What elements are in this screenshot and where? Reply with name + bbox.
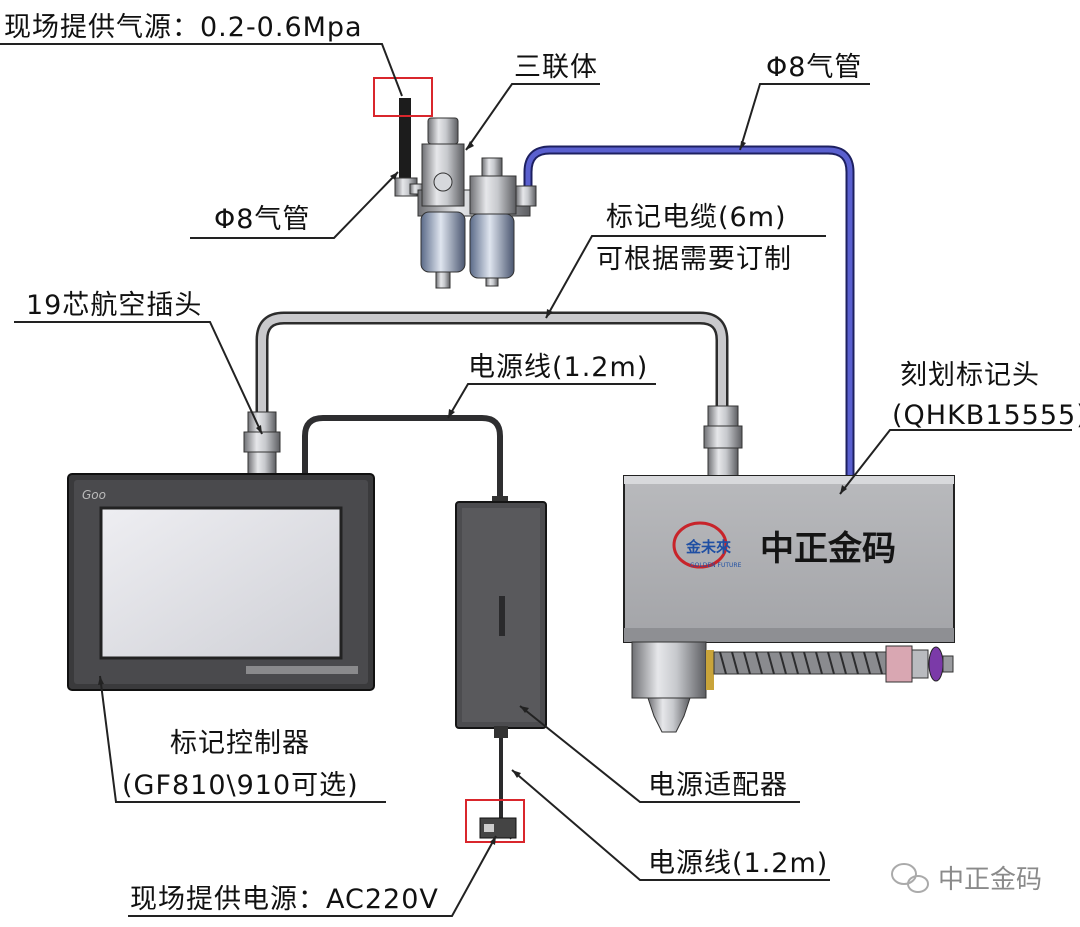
mark-head-brand-text: 中正金码	[760, 529, 896, 569]
mark-head-logo-subtext: GOLDEN FUTURE	[690, 562, 742, 569]
label-controller-line2: (GF810\910可选)	[122, 770, 359, 801]
air-inlet-callout-box	[373, 77, 433, 117]
marking-cable	[255, 311, 729, 422]
mark-head-logo-text: 金未來	[685, 538, 731, 556]
wechat-watermark: 中正金码	[891, 863, 1042, 895]
marking-controller: Goo	[67, 473, 375, 691]
watermark-text: 中正金码	[938, 865, 1042, 895]
label-air-tube-top: Φ8气管	[766, 52, 862, 83]
label-mark-cable-line2: 可根据需要订制	[596, 244, 792, 275]
label-power-cord-top: 电源线(1.2m)	[468, 352, 648, 383]
lead-screw	[713, 651, 887, 675]
label-aviation-plug: 19芯航空插头	[26, 290, 202, 321]
aviation-connector-markhead	[703, 405, 743, 477]
power-adapter	[455, 496, 547, 840]
label-controller-line1: 标记控制器	[170, 728, 310, 759]
label-mark-cable-line1: 标记电缆(6m)	[606, 202, 787, 233]
label-triple-unit: 三联体	[514, 52, 598, 83]
controller-logo-icon: Goo	[82, 488, 106, 502]
controller-screen	[99, 506, 343, 660]
aviation-connector-controller	[243, 411, 281, 477]
label-mark-head-line1: 刻划标记头	[900, 360, 1040, 391]
label-air-tube-left: Φ8气管	[214, 204, 310, 235]
label-power-supply: 现场提供电源：AC220V	[130, 884, 439, 915]
label-power-cord-bottom: 电源线(1.2m)	[648, 848, 828, 879]
triple-unit-frl	[417, 117, 537, 289]
leader-lines	[0, 43, 1072, 917]
label-power-adapter: 电源适配器	[648, 770, 788, 801]
label-air-supply: 现场提供气源：0.2-0.6Mpa	[4, 12, 363, 43]
golden-future-logo-icon	[672, 521, 728, 569]
air-hose-inlet	[394, 98, 425, 197]
marking-head: 金未來 GOLDEN FUTURE 中正金码	[623, 475, 955, 733]
wechat-icon	[891, 863, 929, 893]
power-cord-controller	[302, 415, 503, 503]
air-hose-blue	[523, 145, 855, 478]
label-mark-head-line2: (QHKB15555)	[892, 400, 1080, 431]
